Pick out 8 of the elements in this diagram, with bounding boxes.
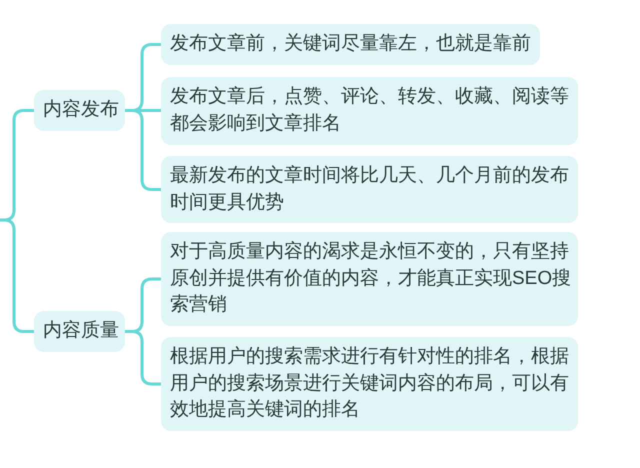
- topic-box: 发布文章前，关键词尽量靠左，也就是靠前: [161, 24, 540, 65]
- connector-line: [0, 218, 34, 333]
- topic-box: 发布文章后，点赞、评论、转发、收藏、阅读等都会影响到文章排名: [161, 77, 578, 145]
- topic-box: 内容质量: [34, 311, 125, 352]
- topic-box: 对于高质量内容的渴求是永恒不变的，只有坚持原创并提供有价值的内容，才能真正实现SEO搜索营销: [161, 232, 578, 326]
- topic-box: 根据用户的搜索需求进行有针对性的排名，根据用户的搜索场景进行关键词内容的布局，可以有效地提高关键词的排名: [161, 337, 578, 431]
- topic-box: 最新发布的文章时间将比几天、几个月前的发布时间更具优势: [161, 156, 578, 223]
- topic-box: 内容发布: [34, 90, 125, 131]
